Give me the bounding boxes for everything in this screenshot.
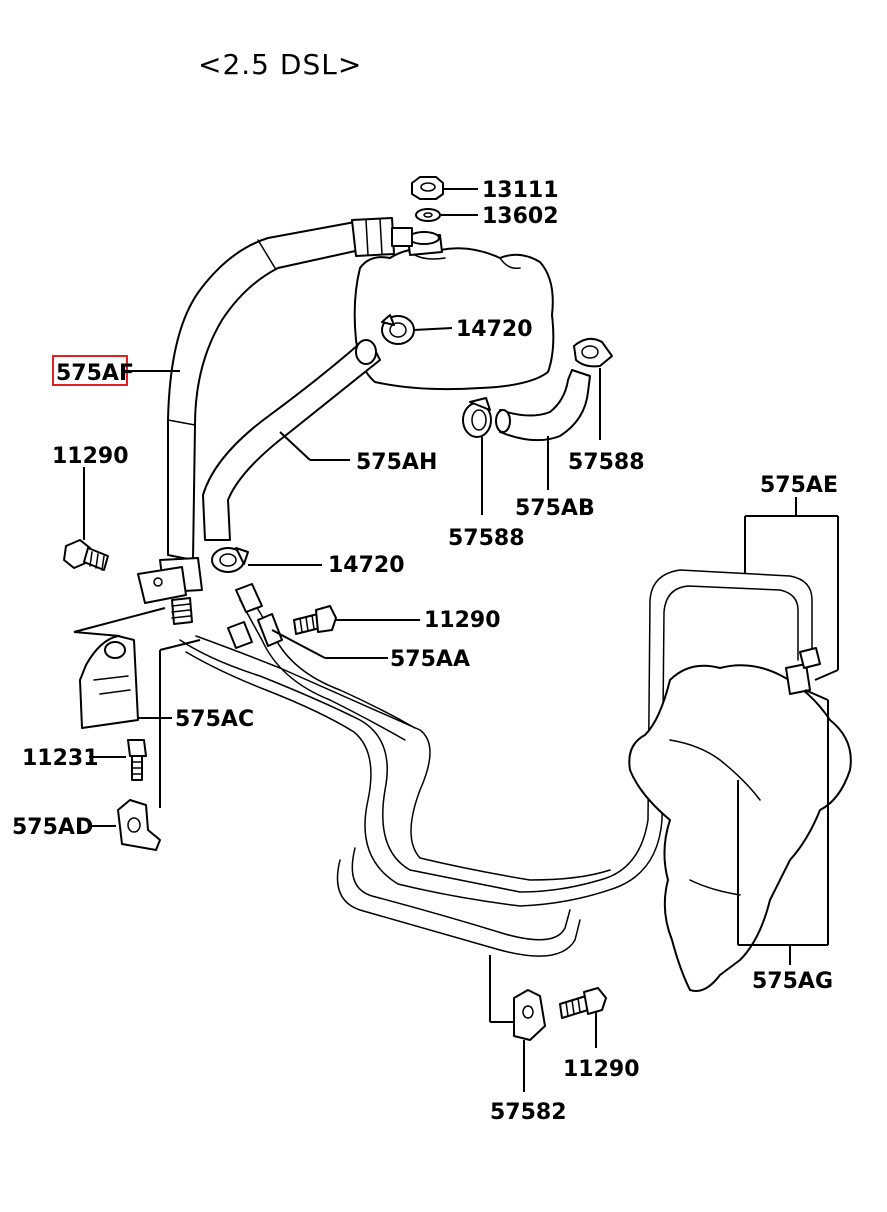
clamp-57582-icon[interactable] bbox=[513, 989, 546, 1041]
clamp-14720-mid-icon[interactable] bbox=[211, 547, 249, 573]
label-57588-left[interactable]: 57588 bbox=[448, 526, 525, 551]
label-11290-left[interactable]: 11290 bbox=[52, 444, 129, 469]
nut-13111-icon[interactable] bbox=[411, 176, 444, 200]
label-13602[interactable]: 13602 bbox=[482, 204, 559, 229]
label-14720-top[interactable]: 14720 bbox=[456, 317, 533, 342]
bracket-575AD[interactable] bbox=[117, 799, 161, 851]
label-575AC[interactable]: 575AC bbox=[175, 707, 254, 732]
highlight-box bbox=[52, 355, 128, 386]
diagram-title: <2.5 DSL> bbox=[198, 48, 362, 81]
label-575AB[interactable]: 575AB bbox=[515, 496, 595, 521]
label-11231[interactable]: 11231 bbox=[22, 746, 99, 771]
label-57588-right[interactable]: 57588 bbox=[568, 450, 645, 475]
bolt-11290-bottom-icon[interactable] bbox=[559, 987, 607, 1019]
clamp-14720-top-icon[interactable] bbox=[381, 314, 415, 345]
steering-gear-body bbox=[628, 664, 852, 992]
bracket-575AC[interactable] bbox=[79, 635, 139, 729]
pipe-fitting-575AA bbox=[227, 583, 283, 649]
label-575AD[interactable]: 575AD bbox=[12, 815, 93, 840]
bolt-11290-mid-icon[interactable] bbox=[293, 605, 337, 635]
reservoir-fitting bbox=[407, 231, 443, 256]
pipe-connector bbox=[785, 647, 821, 695]
threaded-fitting bbox=[171, 597, 193, 625]
bolt-11290-left-icon[interactable] bbox=[63, 539, 109, 571]
label-57582[interactable]: 57582 bbox=[490, 1100, 567, 1125]
washer-13602-icon[interactable] bbox=[415, 208, 441, 222]
label-11290-bottom[interactable]: 11290 bbox=[563, 1057, 640, 1082]
label-575AF[interactable]: 575AF bbox=[56, 361, 134, 386]
label-575AE[interactable]: 575AE bbox=[760, 473, 838, 498]
label-13111[interactable]: 13111 bbox=[482, 178, 559, 203]
label-11290-mid[interactable]: 11290 bbox=[424, 608, 501, 633]
pipe-575AA[interactable] bbox=[179, 569, 813, 957]
hose-575AB[interactable] bbox=[495, 369, 591, 442]
clamp-57588-left-icon[interactable] bbox=[462, 397, 492, 438]
label-575AG[interactable]: 575AG bbox=[752, 969, 833, 994]
label-14720-mid[interactable]: 14720 bbox=[328, 553, 405, 578]
label-575AA[interactable]: 575AA bbox=[390, 647, 470, 672]
clamp-57588-right-icon[interactable] bbox=[573, 337, 613, 368]
bolt-11231-icon[interactable] bbox=[127, 739, 147, 781]
return-hose-575AH[interactable] bbox=[202, 339, 381, 541]
label-575AH[interactable]: 575AH bbox=[356, 450, 437, 475]
hose-bracket bbox=[137, 566, 187, 604]
